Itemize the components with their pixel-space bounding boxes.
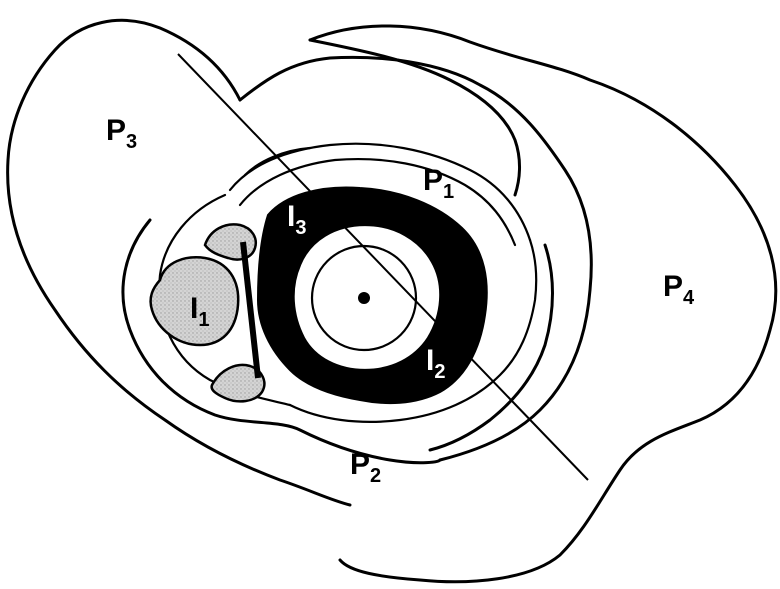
label-p2: P2 — [350, 448, 381, 487]
label-p1: P1 — [423, 164, 454, 203]
label-p4: P4 — [663, 270, 695, 309]
bract-top-left — [245, 148, 310, 175]
label-p3: P3 — [106, 114, 137, 153]
stamen-bar — [243, 242, 258, 378]
central-dot — [358, 292, 370, 304]
organ-i1-upper-lobe — [205, 224, 256, 259]
